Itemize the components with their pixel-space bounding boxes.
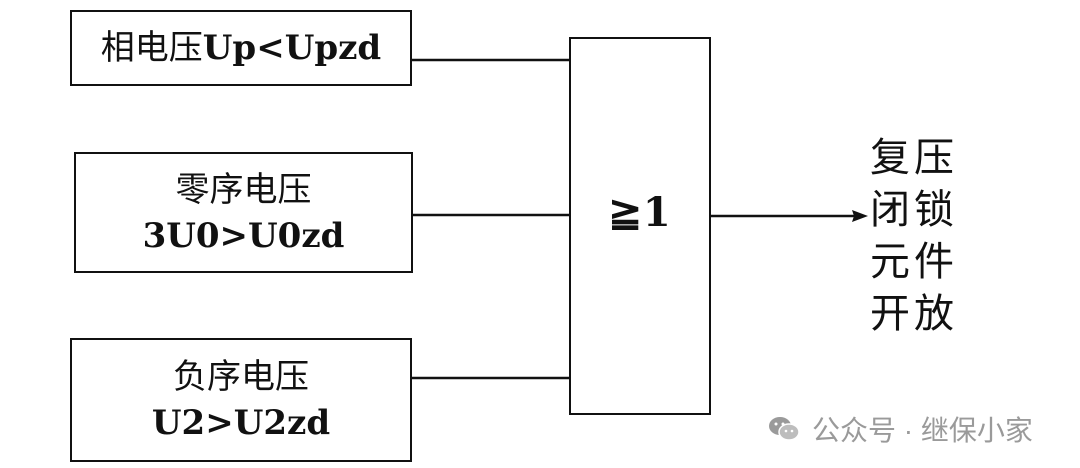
- input-box-zero-sequence-voltage: 零序电压 3U0>U0zd: [74, 152, 413, 273]
- input-box-1-en: Up<Upzd: [202, 28, 382, 68]
- wechat-logo-icon: [769, 417, 800, 441]
- input-box-1-cn: 相电压: [100, 28, 203, 68]
- output-arrowhead-icon: [852, 210, 868, 222]
- output-label-line-1: 复压: [870, 135, 958, 181]
- input-box-1-text: 相电压Up<Upzd: [101, 26, 381, 70]
- watermark-text: 公众号 · 继保小家: [812, 415, 1033, 446]
- input-box-3-en: U2>U2zd: [151, 403, 331, 443]
- input-box-negative-sequence-voltage: 负序电压 U2>U2zd: [70, 338, 412, 462]
- watermark: 公众号 · 继保小家: [766, 409, 1033, 449]
- input-box-2-cn: 零序电压: [175, 169, 312, 210]
- input-box-2-en: 3U0>U0zd: [142, 215, 345, 256]
- or-gate: ≧1: [569, 37, 711, 415]
- output-label-line-4: 开放: [870, 291, 958, 337]
- input-box-3-cn: 负序电压: [173, 357, 309, 397]
- or-gate-label: ≧1: [608, 189, 672, 236]
- output-label-line-3: 元件: [870, 239, 958, 285]
- output-label: 复压 闭锁 元件 开放: [870, 132, 970, 340]
- output-label-line-2: 闭锁: [870, 187, 958, 233]
- input-box-phase-voltage: 相电压Up<Upzd: [70, 10, 412, 86]
